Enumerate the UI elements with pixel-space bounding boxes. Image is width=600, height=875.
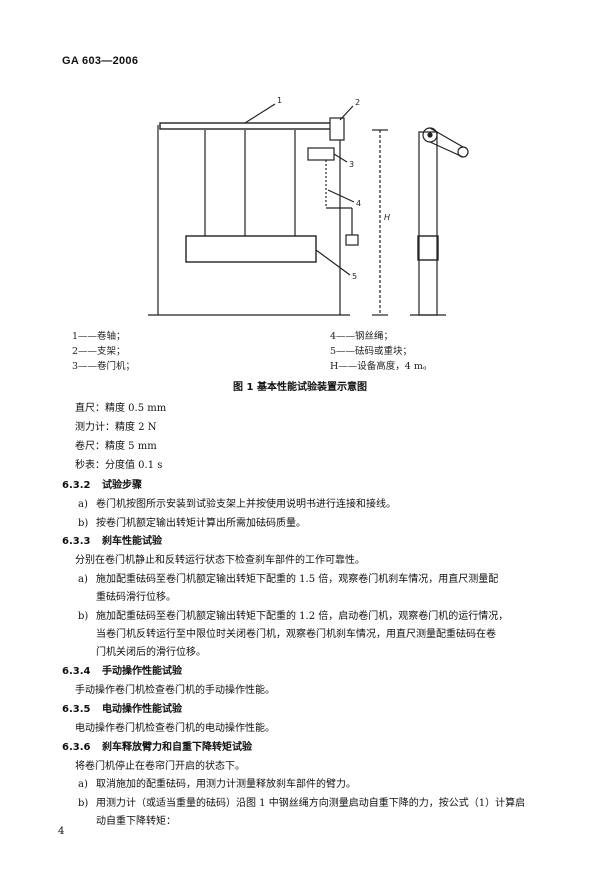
instrument-tape: 卷尺：精度 5 mm — [75, 441, 157, 452]
legend-item: 2——支架； — [72, 346, 126, 357]
paragraph: 电动操作卷门机检查卷门机的电动操作性能。 — [75, 723, 275, 734]
side-view-weight — [417, 235, 439, 261]
figure-caption: 图 1 基本性能试验装置示意图 — [233, 382, 367, 393]
legend-item: 1——卷轴； — [72, 331, 126, 342]
callout-4: 4 — [356, 199, 361, 208]
callout-2: 2 — [355, 98, 360, 107]
legend-item: 5——砝码或重块； — [330, 346, 413, 357]
callout-1: 1 — [277, 96, 282, 105]
instrument-stopwatch: 秒表：分度值 0.1 s — [75, 460, 163, 471]
list-item-continued: 动自重下降转矩： — [96, 816, 176, 827]
paragraph: 将卷门机停止在卷帘门开启的状态下。 — [75, 761, 245, 772]
list-item: a)取消施加的配重砝码，用测力计测量释放刹车部件的臂力。 — [78, 779, 356, 790]
instrument-ruler: 直尺：精度 0.5 mm — [75, 403, 167, 414]
list-item: b)施加配重砝码至卷门机额定输出转矩下配重的 1.2 倍，启动卷门机，观察卷门机… — [78, 611, 509, 622]
door-opener — [307, 147, 335, 161]
legend-item: H——设备高度，4 m。 — [330, 361, 433, 372]
instrument-force-gauge: 测力计：精度 2 N — [75, 422, 157, 433]
paragraph: 手动操作卷门机检查卷门机的手动操作性能。 — [75, 685, 275, 696]
weight-bar — [185, 235, 317, 263]
paragraph: 分别在卷门机静止和反转运行状态下检查刹车部件的工作可靠性。 — [75, 555, 365, 566]
legend-left: 1——卷轴； 2——支架； 3——卷门机； — [72, 328, 135, 373]
legend-item: 4——钢丝绳； — [330, 331, 394, 342]
document-header: GA 603—2006 — [62, 55, 139, 67]
side-view-post — [418, 131, 438, 316]
callout-5: 5 — [352, 272, 357, 281]
figure-diagram: 1 2 3 4 5 H — [148, 96, 469, 316]
list-item: b)按卷门机额定输出转矩计算出所需加砝码质量。 — [78, 518, 306, 529]
legend-item: 3——卷门机； — [72, 361, 136, 372]
list-item: a)施加配重砝码至卷门机额定输出转矩下配重的 1.5 倍，观察卷门机刹车情况，用… — [78, 574, 499, 585]
reel-shaft — [159, 122, 339, 130]
list-item: b)用测力计（或适当重量的砝码）沿图 1 中钢丝绳方向测量启动自重下降的力，按公… — [78, 798, 526, 809]
page-number: 4 — [58, 826, 65, 837]
dimension-h-label: H — [384, 213, 390, 222]
list-item-continued: 门机关闭后的滑行位移。 — [96, 647, 206, 658]
small-weight — [345, 234, 359, 246]
legend-right: 4——钢丝绳； 5——砝码或重块； H——设备高度，4 m。 — [330, 328, 432, 373]
list-item-continued: 当卷门机反转运行至中限位时关闭卷门机，观察卷门机刹车情况，用直尺测量配重砝码在卷 — [96, 629, 496, 640]
callout-3: 3 — [349, 160, 354, 169]
list-item: a)卷门机按图所示安装到试验支架上并按使用说明书进行连接和接线。 — [78, 499, 396, 510]
list-item-continued: 重砝码滑行位移。 — [96, 592, 176, 603]
